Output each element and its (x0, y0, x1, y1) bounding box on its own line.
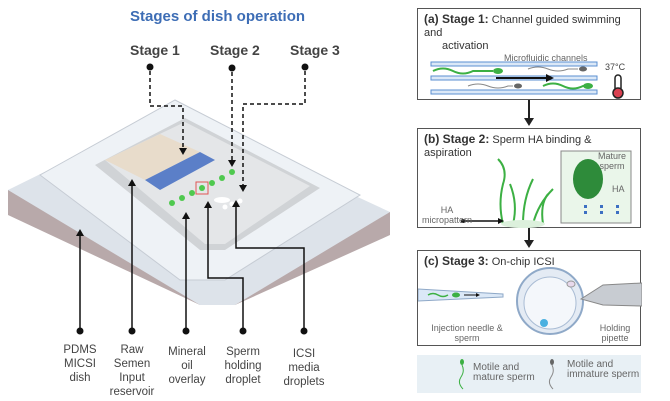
blue-channel-strip (145, 152, 215, 190)
stage-3-label: Stage 3 (290, 42, 340, 58)
immature-sperm-icon (548, 359, 554, 390)
stage-a-panel: (a) Stage 1: Channel guided swimming and… (417, 8, 641, 100)
arrow-a-to-b (528, 100, 530, 120)
ha-binding-graphic (461, 150, 632, 228)
arrow-b-to-c (528, 228, 530, 242)
stage-b-title: (b) Stage 2: Sperm HA binding & aspirati… (424, 132, 592, 160)
stage-b-panel: (b) Stage 2: Sperm HA binding & aspirati… (417, 128, 641, 228)
icsi-droplets (214, 197, 243, 210)
stage-c-title: (c) Stage 3: On-chip ICSI (424, 254, 555, 269)
diagram-title: Stages of dish operation (130, 8, 306, 25)
legend-icons (458, 359, 554, 390)
stage-c-panel: (c) Stage 3: On-chip ICSI Injection need… (417, 250, 642, 346)
highlight-box (195, 181, 209, 195)
icsi-graphic (418, 267, 642, 335)
sperm-holding-droplets (169, 169, 235, 206)
channels-label: Microfluidic channels (504, 53, 588, 63)
microfluidic-channels-graphic (430, 61, 624, 99)
stage-1-label: Stage 1 (130, 42, 180, 58)
micsi-dish-illustration (8, 63, 390, 335)
stage-2-label: Stage 2 (210, 42, 260, 58)
ha-label: HA (612, 184, 625, 194)
temperature-label: 37°C (605, 62, 626, 72)
semen-reservoir (105, 134, 200, 180)
injection-needle-label: Injection needle &sperm (431, 323, 503, 343)
mature-sperm-icon (458, 359, 464, 390)
arrow-head-b-to-c (524, 240, 534, 248)
stage-a-title: (a) Stage 1: Channel guided swimming and… (424, 12, 621, 53)
arrow-head-a-to-b (524, 118, 534, 126)
